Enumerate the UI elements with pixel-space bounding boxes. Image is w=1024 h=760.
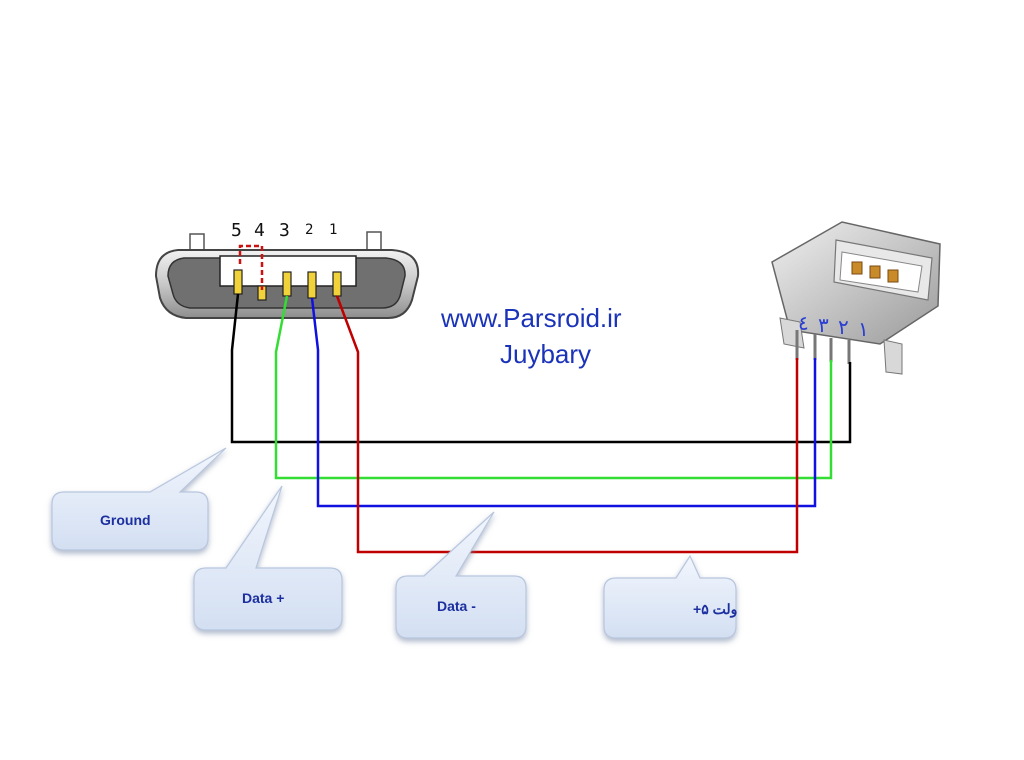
usb-a-contact-3 bbox=[887, 269, 899, 283]
data-minus-wire bbox=[310, 297, 817, 508]
watermark-url: www.Parsroid.ir bbox=[440, 303, 622, 333]
wires bbox=[230, 293, 852, 554]
usb-a-pin-number-3: ٣ bbox=[818, 313, 829, 337]
usb-a-connector: ٤ ٣ ٢ ١ bbox=[771, 221, 941, 375]
callout-ground-label: Ground bbox=[100, 512, 151, 528]
pin-number-4: 4 bbox=[254, 220, 265, 241]
usb-a-contact-1 bbox=[851, 261, 863, 275]
micro-usb-connector: 5 4 3 2 1 bbox=[154, 220, 420, 319]
usb-a-pin-number-2: ٢ bbox=[838, 315, 849, 339]
pin-number-1: 1 bbox=[329, 222, 337, 238]
data-plus-wire bbox=[274, 295, 833, 480]
callout-data-plus-label: Data + bbox=[242, 590, 284, 606]
callout-ground-bubble bbox=[51, 447, 227, 551]
callout-vcc: ولت ۵+ bbox=[603, 554, 737, 639]
callout-data-minus: Data - bbox=[395, 511, 527, 639]
watermark-name: Juybary bbox=[500, 339, 591, 369]
pin4-pin5-jumper bbox=[238, 244, 264, 290]
pin-number-5: 5 bbox=[231, 220, 242, 241]
callout-data-minus-bubble bbox=[395, 511, 527, 639]
callout-ground: Ground bbox=[51, 447, 227, 551]
usb-a-mount-tab-right bbox=[883, 339, 903, 375]
callout-data-plus-bubble bbox=[193, 485, 343, 631]
pin-2 bbox=[307, 271, 317, 299]
usb-a-pin-number-4: ٤ bbox=[798, 311, 809, 335]
callout-data-plus: Data + bbox=[193, 485, 343, 631]
callout-data-minus-label: Data - bbox=[437, 598, 476, 614]
callout-vcc-label: ولت ۵+ bbox=[693, 601, 737, 618]
micro-usb-pins bbox=[233, 269, 342, 301]
pin-number-2: 2 bbox=[305, 222, 313, 238]
pin-3 bbox=[282, 271, 292, 297]
pin-1 bbox=[332, 271, 342, 297]
usb-a-contact-2 bbox=[869, 265, 881, 279]
usb-a-pin-number-1: ١ bbox=[858, 317, 869, 341]
callout-vcc-bubble bbox=[603, 554, 737, 639]
ground-wire bbox=[230, 293, 852, 444]
pin-5 bbox=[233, 269, 243, 295]
pin-number-3: 3 bbox=[279, 220, 290, 241]
vcc-wire bbox=[335, 295, 799, 554]
